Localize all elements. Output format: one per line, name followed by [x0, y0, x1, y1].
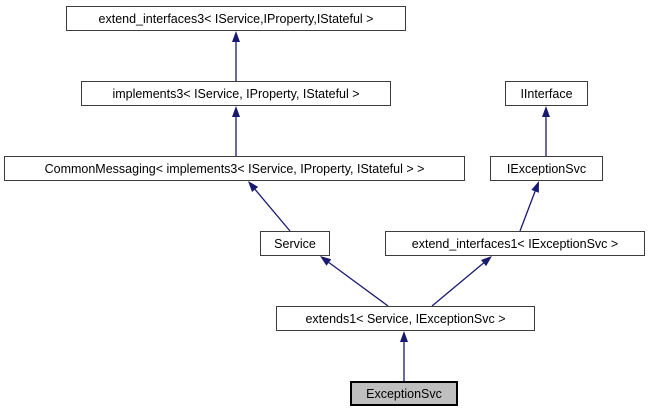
class-node-service[interactable]: Service — [260, 231, 330, 256]
inheritance-arrowhead — [232, 31, 240, 42]
inheritance-arrow-line — [328, 261, 389, 307]
inheritance-arrowhead — [400, 331, 408, 342]
class-node-exceptionsvc: ExceptionSvc — [350, 381, 458, 406]
class-node-commonmessaging[interactable]: CommonMessaging< implements3< IService, … — [4, 156, 465, 181]
inheritance-arrowhead — [542, 106, 550, 117]
inheritance-arrowhead — [232, 106, 240, 117]
class-node-extend_interfaces1[interactable]: extend_interfaces1< IExceptionSvc > — [385, 231, 645, 256]
class-node-iexceptionsvc[interactable]: IExceptionSvc — [490, 156, 603, 181]
inheritance-arrowhead — [480, 256, 492, 267]
class-node-extends1[interactable]: extends1< Service, IExceptionSvc > — [276, 306, 535, 331]
class-node-extend_interfaces3[interactable]: extend_interfaces3< IService,IProperty,I… — [66, 6, 406, 31]
inheritance-arrowhead — [531, 181, 539, 193]
class-node-implements3[interactable]: implements3< IService, IProperty, IState… — [81, 81, 391, 106]
inheritance-arrowhead — [248, 181, 259, 192]
inheritance-arrowhead — [320, 256, 332, 266]
inheritance-arrow-line — [431, 262, 484, 307]
inheritance-arrow-line — [254, 189, 291, 232]
class-node-iinterface[interactable]: IInterface — [505, 81, 588, 106]
inheritance-arrow-line — [519, 191, 536, 232]
